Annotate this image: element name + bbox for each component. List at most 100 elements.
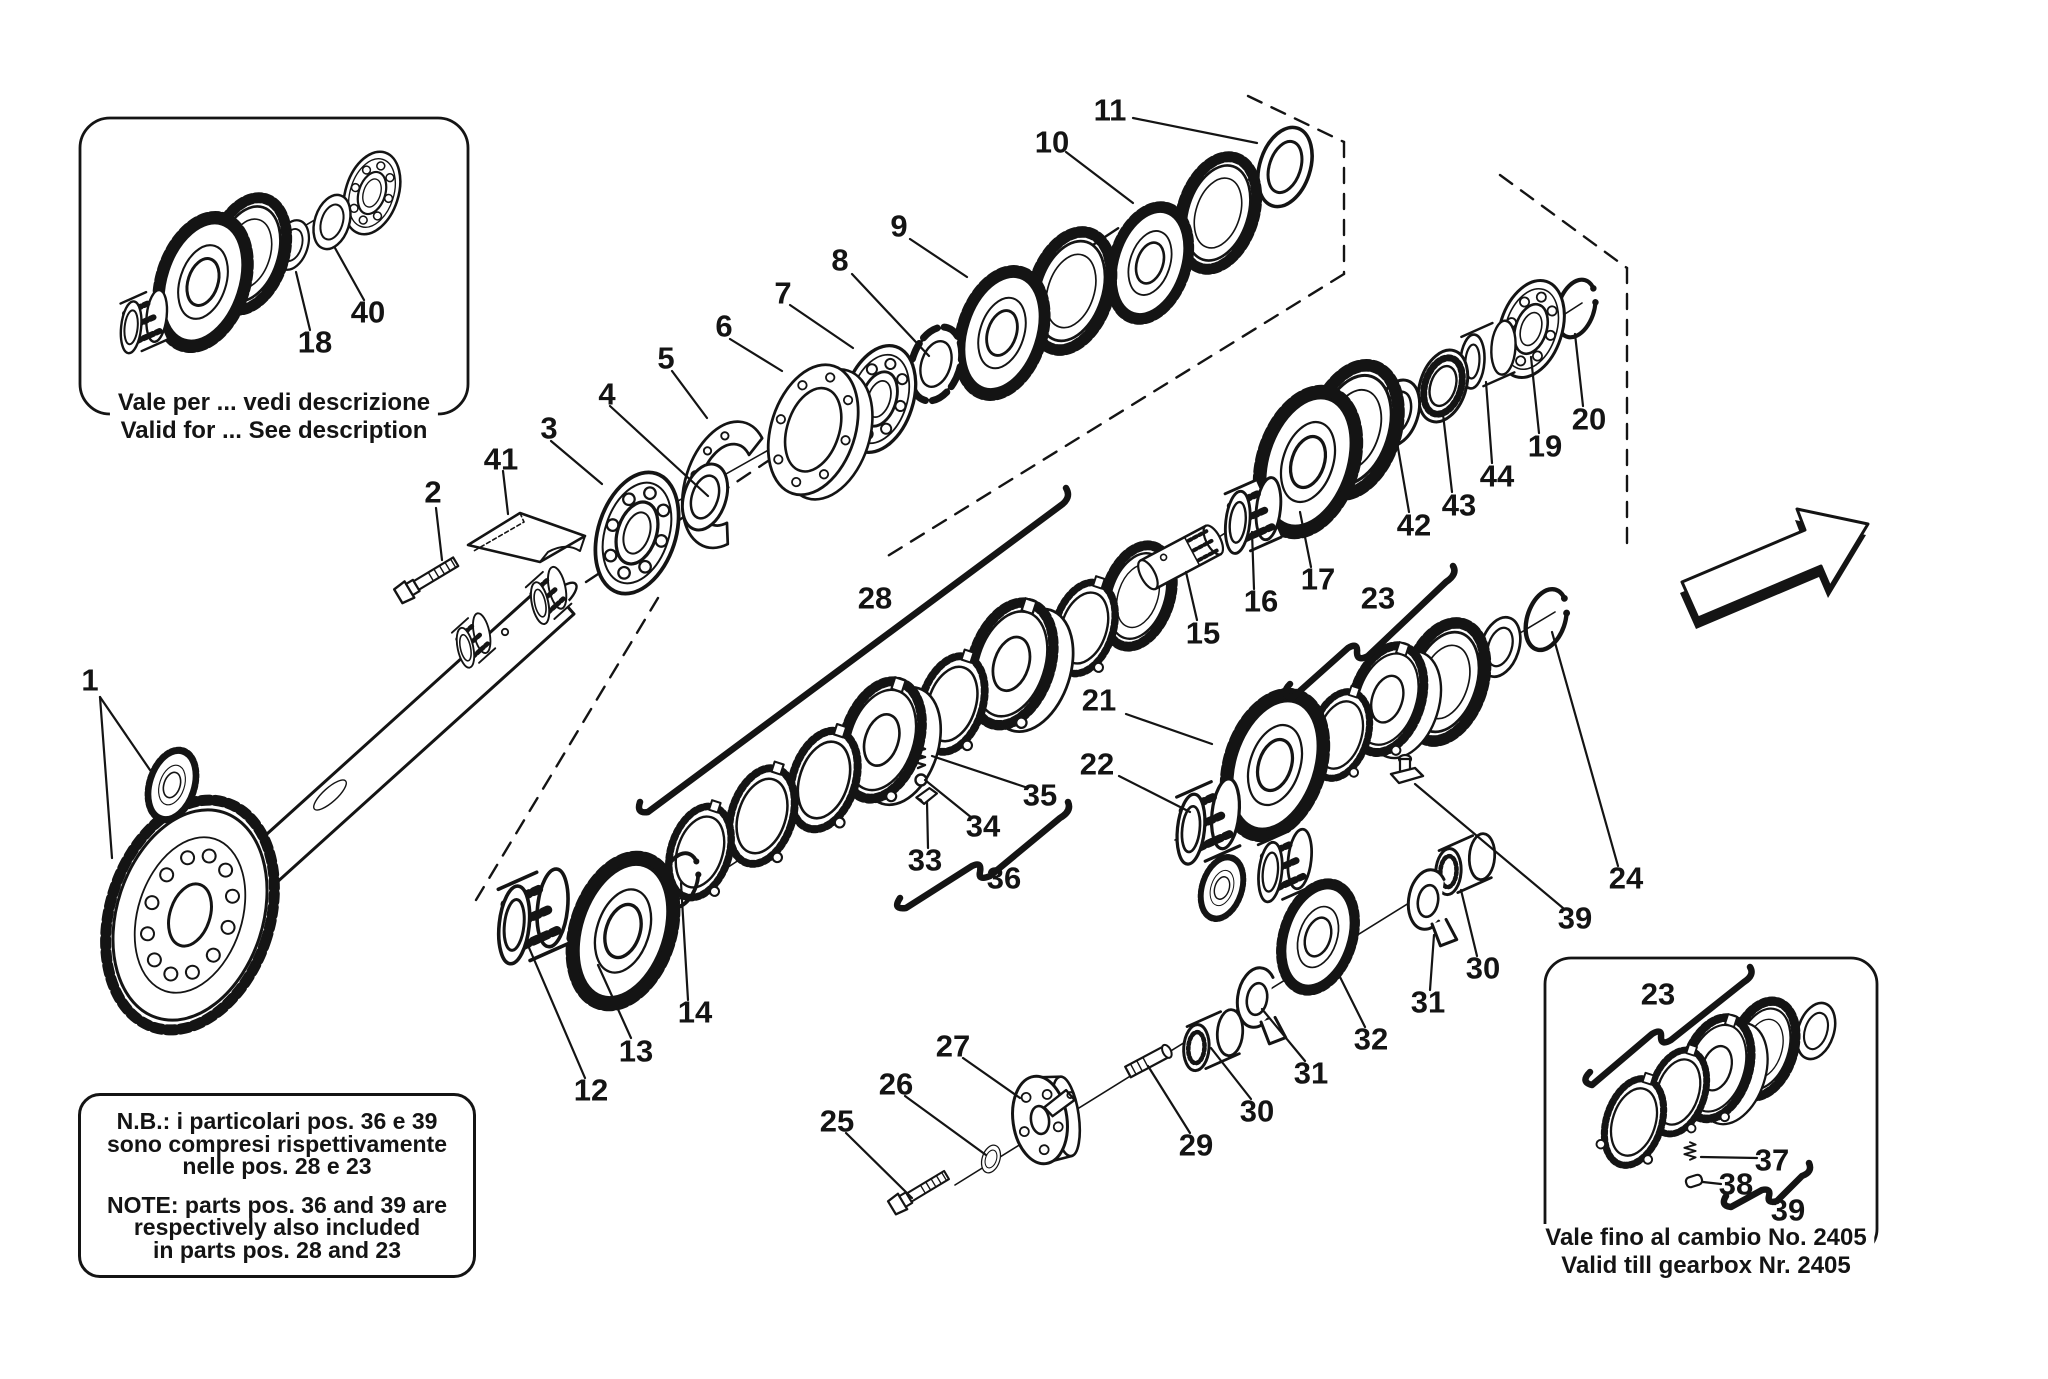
leader-27 [961,1056,1022,1100]
callout-27: 27 [935,1028,971,1064]
leader-31 [1260,1007,1307,1063]
reverse-pinion [1193,852,1250,925]
bracket-23-inset [1582,963,1755,1089]
callout-36: 36 [986,860,1022,896]
part-27-drum [1005,1069,1087,1169]
bracket-28 [635,484,1072,816]
part-2-bolt [392,552,462,606]
part-29-pin [1124,1043,1173,1079]
leader-15 [1184,570,1199,622]
callout-26: 26 [878,1066,914,1102]
callout-29: 29 [1178,1127,1214,1163]
callout-32: 32 [1353,1021,1389,1057]
bracket-39-inset [1720,1159,1814,1211]
inset-top-left-caption: Vale per ... vedi descrizione Valid for … [109,389,439,445]
leader-3 [549,439,604,486]
leader-44 [1484,380,1494,465]
part-9-gear [945,260,1060,406]
leader-38 [1701,1180,1723,1186]
leader-1 [98,695,114,860]
leader-35 [930,754,1030,790]
callout-33: 33 [907,842,943,878]
part-13-gear [555,845,691,1017]
lay-shaft-group [100,559,585,1036]
leader-42 [1395,440,1411,514]
leader-8 [850,272,931,358]
note-line: respectively also included [133,1214,421,1240]
reverse-idler-row [886,820,1512,1217]
callout-14: 14 [677,994,713,1030]
callout-19: 19 [1527,428,1563,464]
part-38-pin [1684,1173,1704,1189]
leader-16 [1250,530,1256,591]
callout-16: 16 [1243,583,1279,619]
callout-42: 42 [1396,507,1432,543]
callout-31: 31 [1410,984,1446,1020]
leader-10 [1064,150,1135,205]
leader-12 [525,941,587,1080]
callout-9: 9 [890,208,908,244]
note-box: N.B.: i particolari pos. 36 e 39 sono co… [78,1093,476,1278]
callout-23: 23 [1640,976,1676,1012]
callout-21: 21 [1081,682,1117,718]
callout-39: 39 [1770,1192,1806,1228]
bracket-36 [893,798,1073,912]
leader-9 [908,237,969,279]
caption-line-en: Valid till gearbox Nr. 2405 [1561,1252,1851,1279]
synchro-pack-row [468,536,1185,1017]
callout-35: 35 [1022,777,1058,813]
callout-4: 4 [598,376,616,412]
callout-41: 41 [483,441,519,477]
note-line: N.B.: i particolari pos. 36 e 39 [116,1108,438,1134]
leader-40 [333,246,366,302]
callout-10: 10 [1034,124,1070,160]
part-24-snap-ring [1518,584,1574,656]
leader-30 [1459,888,1479,958]
callout-24: 24 [1608,860,1644,896]
leader-21 [1124,712,1214,746]
callout-6: 6 [715,308,733,344]
leader-lines [98,116,1759,1200]
leader-43 [1441,412,1454,494]
callout-15: 15 [1185,615,1221,651]
callout-18: 18 [297,324,333,360]
leader-32 [1338,975,1367,1029]
part-15-shaft-stub [1137,524,1225,591]
callout-3: 3 [540,410,558,446]
group-brackets [635,484,1814,1211]
leader-34 [923,778,974,820]
callout-34: 34 [965,808,1001,844]
note-line: NOTE: parts pos. 36 and 39 are [106,1191,447,1218]
leader-7 [788,303,855,350]
caption-line-it: Vale fino al cambio No. 2405 [1545,1224,1867,1251]
leader-25 [844,1131,914,1200]
callout-44: 44 [1479,458,1515,494]
part-25-bolt [886,1166,953,1217]
caption-line-it: Vale per ... vedi descrizione [117,389,431,416]
callout-43: 43 [1441,487,1477,523]
callout-1: 1 [81,662,99,698]
leader-26 [903,1094,988,1157]
callout-7: 7 [774,275,792,311]
callout-17: 17 [1300,561,1336,597]
callout-11: 11 [1093,92,1127,128]
part-37-spring [1683,1141,1697,1161]
note-line: nelle pos. 28 e 23 [182,1153,372,1179]
leader-22 [1117,774,1192,814]
callout-12: 12 [573,1072,609,1108]
leader-37 [1699,1155,1759,1160]
inset-top-left-box [78,116,470,416]
leader-31 [1428,933,1436,992]
callout-39: 39 [1557,900,1593,936]
leader-30 [1209,1046,1253,1101]
callout-13: 13 [618,1033,654,1069]
leader-5 [670,369,709,420]
callout-20: 20 [1571,401,1607,437]
direction-arrow-icon [1680,507,1870,629]
part-41-retainer [466,511,587,564]
leader-24 [1550,630,1620,868]
part-26-washer [977,1142,1005,1176]
inset-bottom-right-caption: Vale fino al cambio No. 2405 Valid till … [1537,1224,1875,1280]
part-3-bearing [578,459,696,607]
